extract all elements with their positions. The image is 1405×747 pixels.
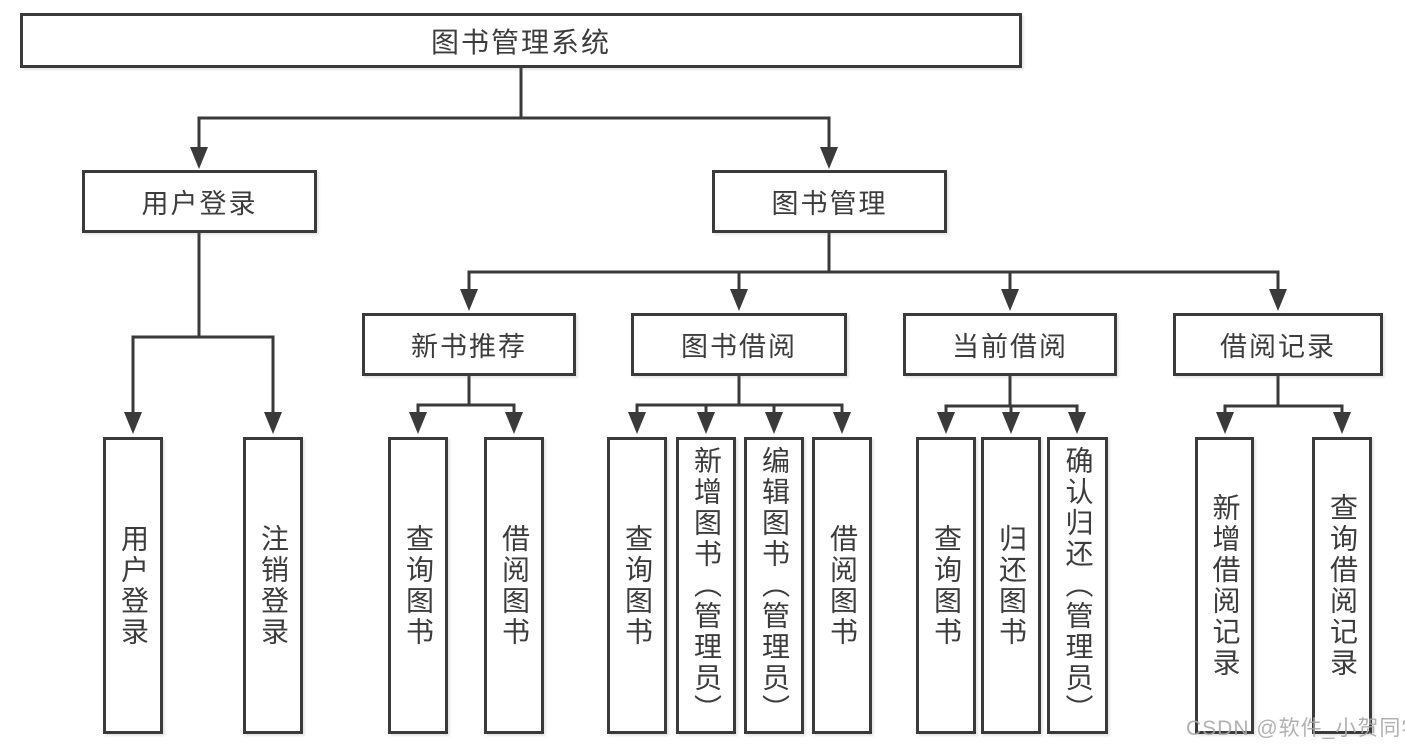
leaf-logout: 注销登录 <box>243 437 303 734</box>
leaf-return-books: 归还图书 <box>981 437 1041 734</box>
system-root-node: 图书管理系统 <box>20 13 1022 68</box>
leaf-label: 新增图书（管理员） <box>691 446 722 725</box>
leaf-query-books-current: 查询图书 <box>916 437 976 734</box>
leaf-borrow-books: 借阅图书 <box>812 437 872 734</box>
borrow-record-label: 借阅记录 <box>1220 332 1336 362</box>
arrowhead <box>190 147 208 169</box>
leaf-label: 查询图书 <box>931 523 962 648</box>
arrowhead <box>765 412 783 434</box>
leaf-user-login: 用户登录 <box>103 437 163 734</box>
arrowhead <box>697 412 715 434</box>
leaf-label: 查询借阅记录 <box>1327 492 1358 679</box>
borrow-record-node: 借阅记录 <box>1173 313 1383 376</box>
arrowhead <box>460 289 478 311</box>
system-root-label: 图书管理系统 <box>430 26 611 58</box>
leaf-label: 查询图书 <box>622 523 653 648</box>
new-book-recommend-node: 新书推荐 <box>362 313 576 376</box>
book-management-branch-node: 图书管理 <box>712 170 947 233</box>
leaf-query-borrow-record: 查询借阅记录 <box>1312 437 1372 734</box>
leaf-label: 借阅图书 <box>827 523 858 648</box>
arrowhead <box>628 412 646 434</box>
leaf-edit-books-admin: 编辑图书（管理员） <box>744 437 804 734</box>
leaf-query-books-borrow: 查询图书 <box>607 437 667 734</box>
arrowhead <box>1001 289 1019 311</box>
book-management-branch-label: 图书管理 <box>771 189 888 219</box>
leaf-query-books-recommend: 查询图书 <box>388 437 448 734</box>
arrowhead <box>730 289 748 311</box>
arrowhead <box>409 412 427 434</box>
leaf-add-borrow-record: 新增借阅记录 <box>1195 437 1254 734</box>
leaf-label: 确认归还（管理员） <box>1062 446 1094 725</box>
csdn-watermark: CSDN @软件_小贺同学 <box>1186 717 1405 740</box>
arrowhead <box>264 412 282 434</box>
arrowhead <box>833 412 851 434</box>
arrowhead <box>505 412 523 434</box>
arrowhead <box>124 412 142 434</box>
arrowhead <box>820 147 838 169</box>
user-login-branch-node: 用户登录 <box>82 170 317 233</box>
current-borrow-node: 当前借阅 <box>903 313 1117 376</box>
leaf-borrow-books-recommend: 借阅图书 <box>484 437 544 734</box>
book-borrow-label: 图书借阅 <box>681 332 797 362</box>
leaf-label: 查询图书 <box>403 523 434 648</box>
new-book-recommend-label: 新书推荐 <box>411 332 527 362</box>
leaf-label: 归还图书 <box>996 523 1027 648</box>
user-login-branch-label: 用户登录 <box>141 189 258 219</box>
book-borrow-node: 图书借阅 <box>631 313 847 376</box>
arrowhead <box>1269 289 1287 311</box>
leaf-label: 借阅图书 <box>499 523 530 648</box>
leaf-label: 用户登录 <box>118 523 149 648</box>
arrowhead <box>1002 412 1020 434</box>
arrowhead <box>937 412 955 434</box>
leaf-label: 注销登录 <box>258 523 289 648</box>
leaf-confirm-return-admin: 确认归还（管理员） <box>1047 437 1108 734</box>
arrowhead <box>1333 412 1351 434</box>
arrowhead <box>1216 412 1234 434</box>
leaf-label: 新增借阅记录 <box>1209 492 1241 679</box>
arrowhead <box>1068 412 1086 434</box>
leaf-add-books-admin: 新增图书（管理员） <box>676 437 736 734</box>
leaf-label: 编辑图书（管理员） <box>759 446 790 725</box>
current-borrow-label: 当前借阅 <box>952 332 1068 362</box>
